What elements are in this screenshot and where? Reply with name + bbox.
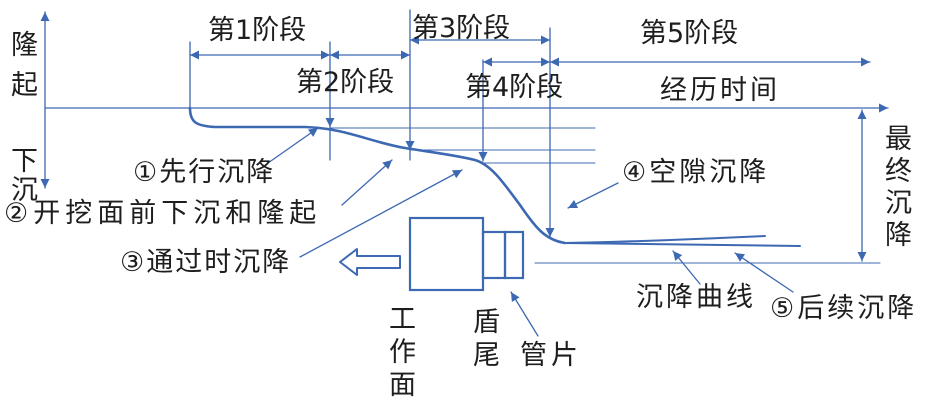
- shield-body: [408, 216, 485, 292]
- callout5-label: ⑤后续沉降: [770, 293, 918, 324]
- settlement-axis-label: 下沉: [6, 146, 37, 204]
- shield-tail: [481, 230, 507, 280]
- callout2-label: ②开挖面前下沉和隆起: [4, 198, 322, 229]
- segment-label: 管片: [520, 340, 582, 371]
- curve-label: 沉降曲线: [636, 282, 756, 313]
- settlement-curve-tail-upper: [564, 235, 766, 244]
- callout1-label: ①先行沉降: [133, 157, 276, 188]
- stage3-label: 第3阶段: [412, 13, 511, 44]
- curve-label-leader: [672, 250, 701, 285]
- callout5-leader: [734, 252, 794, 293]
- settlement-curve: [188, 106, 567, 245]
- shield-tail-label: 盾尾: [468, 307, 499, 373]
- callout3-label: ③通过时沉降: [120, 247, 292, 278]
- callout1-leader: [267, 127, 319, 164]
- final-settlement-label: 最终沉降: [880, 124, 911, 252]
- callout3-leader: [299, 169, 463, 258]
- uplift-axis-label: 隆起: [6, 30, 37, 110]
- segment-label-leader: [510, 291, 539, 337]
- stage4-label: 第4阶段: [465, 72, 564, 103]
- settlement-curve-tail-lower: [564, 242, 801, 247]
- callout4-leader: [567, 182, 619, 209]
- advance-direction-arrow: [339, 248, 401, 276]
- callout2-leader: [341, 159, 393, 206]
- working-face-label: 工作面: [384, 304, 415, 403]
- stage1-label: 第1阶段: [208, 15, 307, 46]
- stage5-label: 第5阶段: [640, 18, 739, 49]
- callout4-label: ④空隙沉降: [622, 157, 770, 188]
- time-axis-label: 经历时间: [660, 75, 780, 106]
- stage2-label: 第2阶段: [296, 67, 395, 98]
- lining-segment: [503, 230, 525, 280]
